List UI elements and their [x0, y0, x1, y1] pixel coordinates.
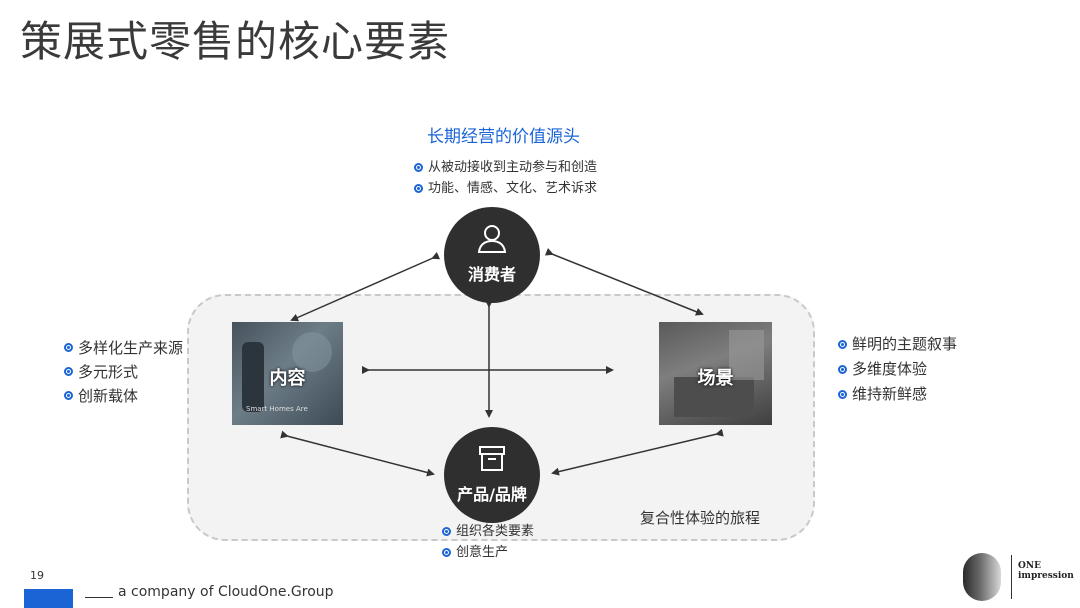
- list-item: 多元形式: [64, 360, 183, 384]
- brand-logo-mark: [963, 553, 1001, 601]
- content-photo-caption: Smart Homes Are: [246, 405, 308, 413]
- arrow-scene-product: [551, 428, 724, 476]
- list-item: 功能、情感、文化、艺术诉求: [414, 178, 597, 199]
- consumer-label: 消费者: [467, 265, 516, 284]
- scene-label: 场景: [697, 368, 734, 389]
- value-source-title: 长期经营的价值源头: [427, 127, 580, 147]
- bullet-icon: [442, 547, 451, 557]
- page-number: 19: [30, 569, 44, 582]
- content-label: 内容: [269, 368, 306, 389]
- accent-block: [24, 589, 73, 608]
- bullet-icon: [414, 162, 423, 172]
- list-item: 多样化生产来源: [64, 336, 183, 360]
- content-photo: Smart Homes Are 内容: [232, 322, 343, 425]
- list-item: 组织各类要素: [442, 521, 534, 542]
- bullet-icon: [838, 339, 847, 349]
- bullet-icon: [442, 526, 451, 536]
- list-item: 创新载体: [64, 384, 183, 408]
- bullet-icon: [838, 389, 847, 399]
- footer-divider: [85, 597, 113, 598]
- page-title: 策展式零售的核心要素: [20, 17, 451, 66]
- user-icon: [477, 225, 507, 253]
- list-item: 维持新鲜感: [838, 382, 957, 407]
- bullet-icon: [64, 367, 73, 376]
- consumer-bullets: 从被动接收到主动参与和创造 功能、情感、文化、艺术诉求: [414, 157, 597, 199]
- arrow-content-product: [280, 430, 435, 477]
- list-item: 多维度体验: [838, 357, 957, 382]
- bullet-icon: [64, 343, 73, 352]
- bullet-icon: [838, 364, 847, 374]
- arrow-consumer-scene: [544, 248, 704, 316]
- arrow-consumer-content: [290, 251, 441, 322]
- product-label: 产品/品牌: [457, 485, 527, 504]
- company-text: a company of CloudOne.Group: [118, 584, 334, 600]
- consumer-node: 消费者: [444, 207, 540, 303]
- scene-photo: 场景: [659, 322, 772, 425]
- content-bullets: 多样化生产来源 多元形式 创新载体: [64, 336, 183, 408]
- list-item: 创意生产: [442, 542, 534, 563]
- product-bullets: 组织各类要素 创意生产: [442, 521, 534, 563]
- journey-label: 复合性体验的旅程: [640, 509, 761, 527]
- logo-divider: [1011, 555, 1012, 599]
- list-item: 鲜明的主题叙事: [838, 332, 957, 357]
- list-item: 从被动接收到主动参与和创造: [414, 157, 597, 178]
- brand-logo-text: ONE impression: [1018, 561, 1074, 581]
- scene-bullets: 鲜明的主题叙事 多维度体验 维持新鲜感: [838, 332, 957, 407]
- product-node: 产品/品牌: [444, 427, 540, 523]
- box-icon: [479, 446, 505, 471]
- bullet-icon: [414, 183, 423, 193]
- bullet-icon: [64, 391, 73, 400]
